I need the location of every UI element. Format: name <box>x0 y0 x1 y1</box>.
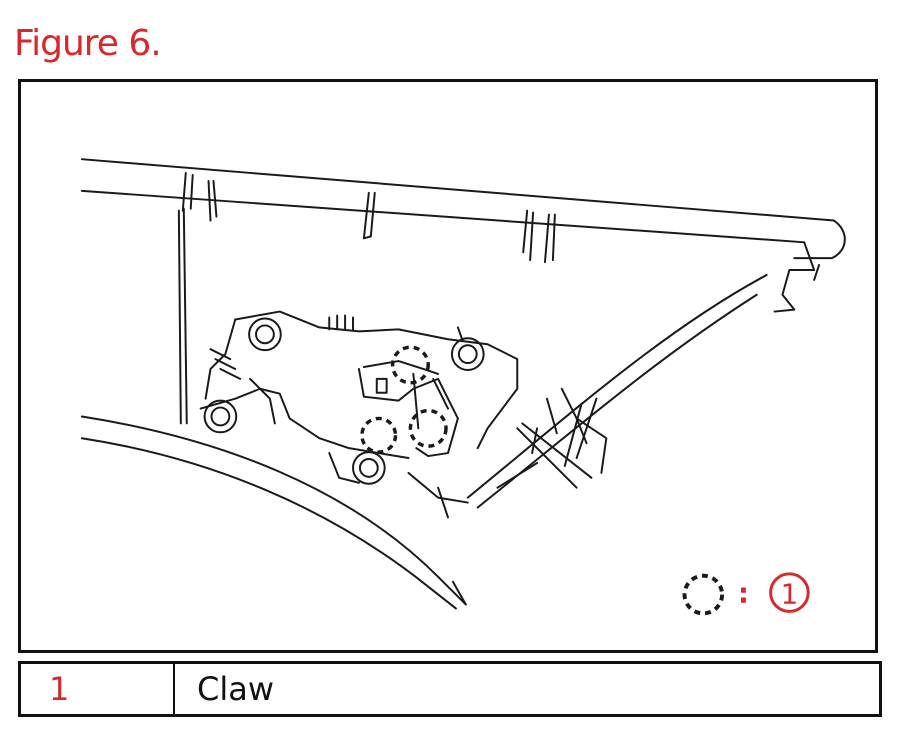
claw-marker <box>360 416 398 454</box>
legend-table: 1 Claw <box>18 661 882 717</box>
claw-markers <box>360 345 448 454</box>
legend-number: 1 <box>18 661 175 717</box>
callout-number: 1 <box>781 577 799 610</box>
figure-title: Figure 6. <box>14 23 162 64</box>
callout-circle <box>769 572 810 613</box>
claw-marker <box>390 345 430 385</box>
diagram-key: : 1 <box>682 572 810 616</box>
legend-label: Claw <box>173 661 882 717</box>
legend-row: 1 Claw <box>18 661 882 717</box>
claw-marker <box>408 408 448 448</box>
diagram-frame: : 1 <box>18 79 878 653</box>
line-drawing: : 1 <box>80 158 846 616</box>
trim-panel-outline <box>80 158 846 610</box>
dashed-circle-icon <box>682 573 725 616</box>
key-colon: : <box>738 577 749 610</box>
